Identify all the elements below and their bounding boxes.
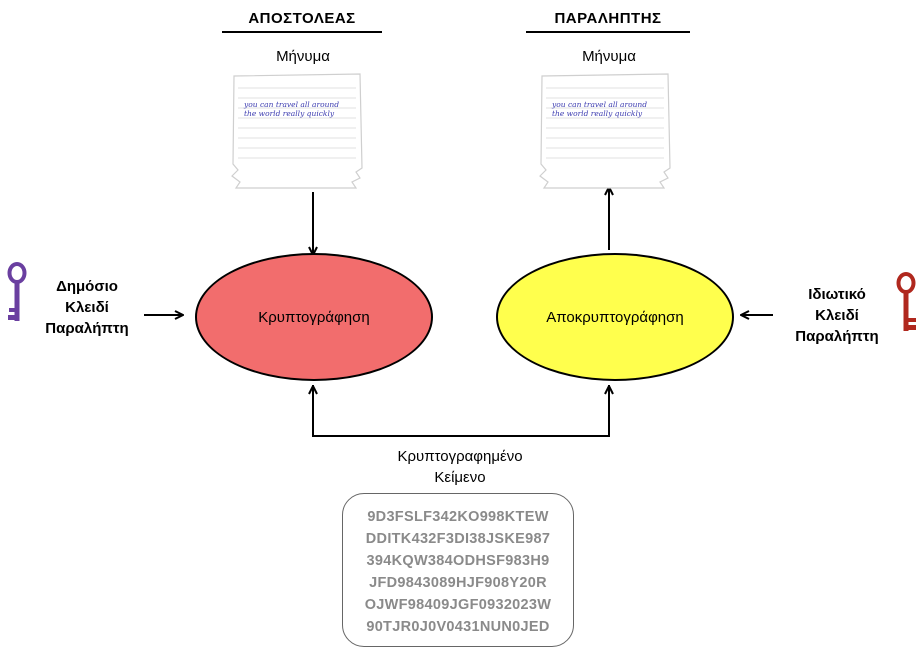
public-key-label: Δημόσιο Κλειδί Παραλήπτη	[32, 276, 142, 339]
decrypt-label: Αποκρυπτογράφηση	[546, 308, 684, 326]
ciphertext-line: 394KQW384ODHSF983H9	[366, 553, 550, 569]
private-key-label: Ιδιωτικό Κλειδί Παραλήπτη	[782, 284, 892, 347]
ciphertext-line: 90TJR0J0V0431NUN0JED	[366, 619, 550, 635]
public-key-icon	[6, 262, 28, 326]
ciphertext-line: JFD9843089HJF908Y20R	[369, 575, 547, 591]
public-key-line-1: Δημόσιο	[56, 278, 118, 295]
ciphertext-line: DDITK432F3DI38JSKE987	[365, 531, 551, 547]
private-key-line-2: Κλειδί	[815, 307, 859, 324]
ciphertext-path	[312, 385, 610, 437]
decrypt-node: Αποκρυπτογράφηση	[496, 253, 734, 381]
public-key-line-3: Παραλήπτη	[45, 320, 129, 337]
receiver-message-note: you can travel all around the world real…	[538, 72, 674, 190]
ciphertext-line: 9D3FSLF342KO998KTEW	[367, 509, 549, 525]
ciphertext-box: 9D3FSLF342KO998KTEW DDITK432F3DI38JSKE98…	[342, 493, 574, 647]
receiver-note-line-2: the world really quickly	[552, 109, 643, 118]
private-key-icon	[895, 272, 917, 336]
public-key-line-2: Κλειδί	[65, 299, 109, 316]
ciphertext-label-line-2: Κείμενο	[434, 469, 486, 486]
sender-title: ΑΠΟΣΤΟΛΕΑΣ	[248, 10, 356, 27]
encrypt-node: Κρυπτογράφηση	[195, 253, 433, 381]
receiver-title-underline	[526, 31, 690, 33]
sender-title-underline	[222, 31, 382, 33]
receiver-message-label: Μήνυμα	[582, 48, 636, 65]
private-key-line-3: Παραλήπτη	[795, 328, 879, 345]
receiver-title: ΠΑΡΑΛΗΠΤΗΣ	[554, 10, 662, 27]
ciphertext-label: Κρυπτογραφημένο Κείμενο	[370, 446, 550, 488]
sender-message-note: you can travel all around the world real…	[230, 72, 366, 190]
receiver-note-line-1: you can travel all around	[552, 100, 648, 109]
private-key-line-1: Ιδιωτικό	[808, 286, 866, 303]
encrypt-label: Κρυπτογράφηση	[258, 308, 370, 326]
ciphertext-label-line-1: Κρυπτογραφημένο	[397, 448, 523, 465]
sender-note-line-2: the world really quickly	[244, 109, 335, 118]
sender-message-label: Μήνυμα	[276, 48, 330, 65]
sender-note-line-1: you can travel all around	[244, 100, 340, 109]
ciphertext-line: OJWF98409JGF0932023W	[364, 597, 552, 613]
